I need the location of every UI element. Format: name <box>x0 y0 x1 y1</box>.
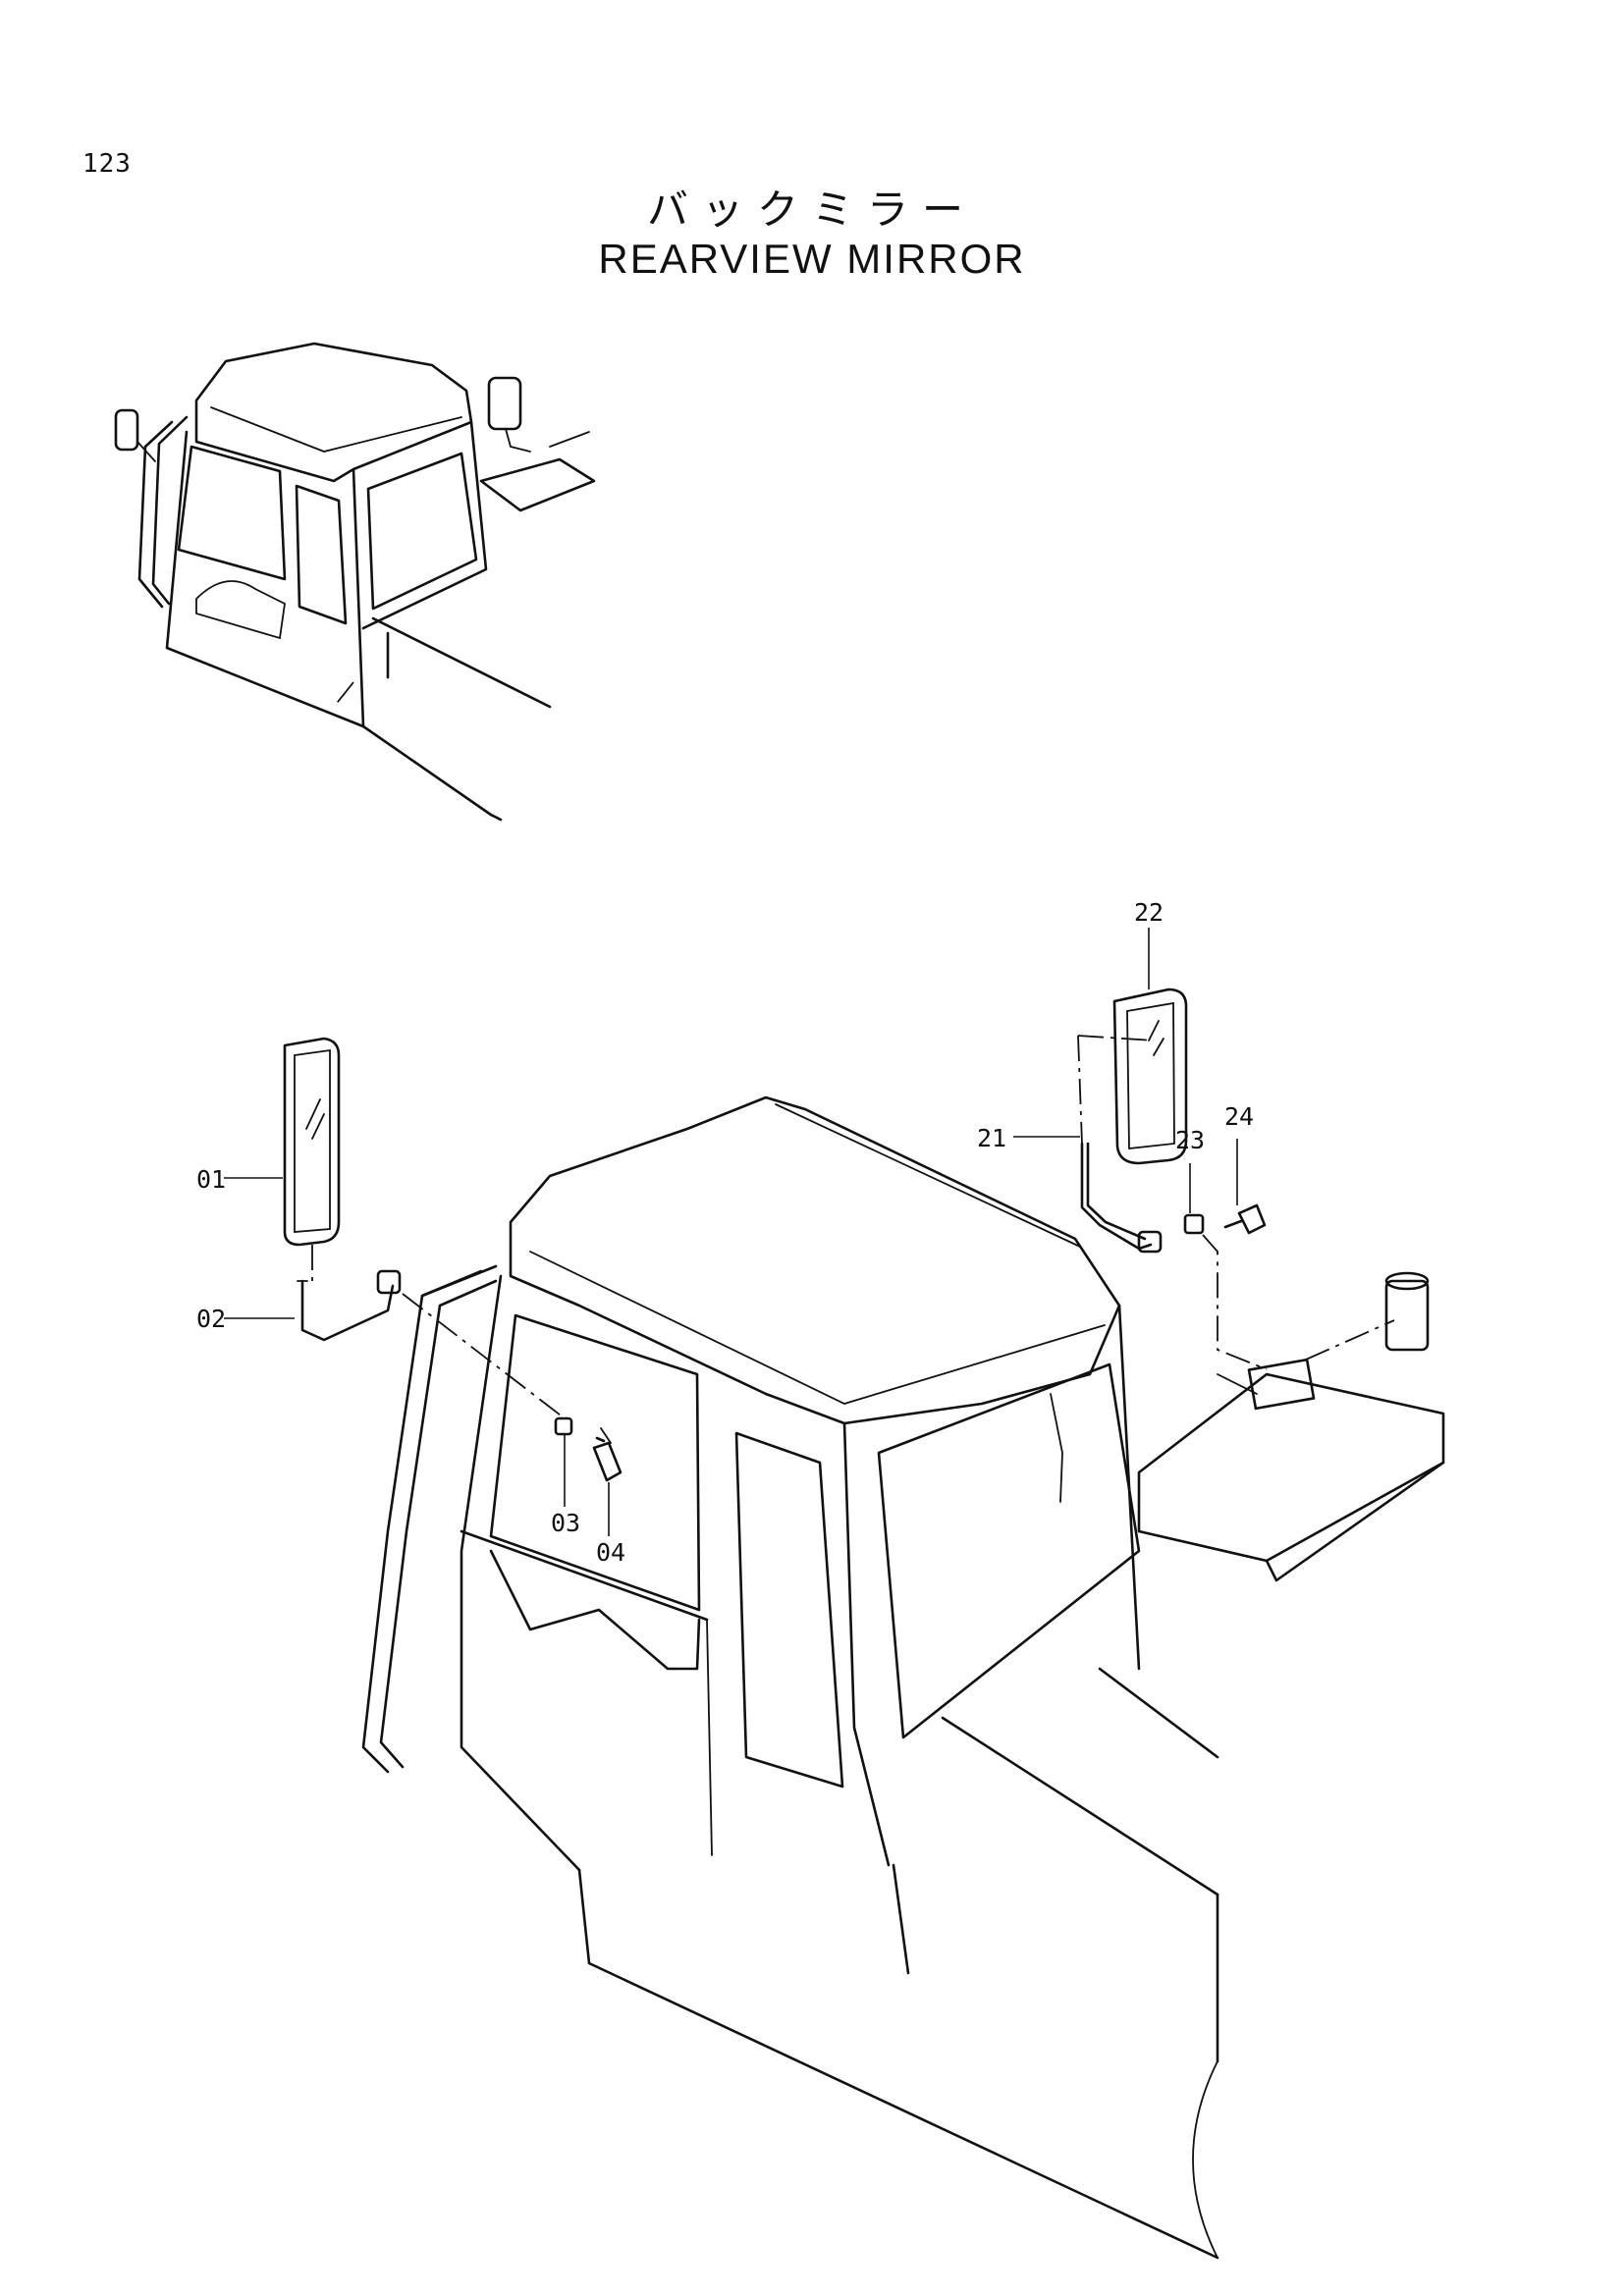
part-03-04-fasteners <box>554 1416 623 1482</box>
overview-cab-drawing <box>114 342 596 822</box>
main-cab-drawing <box>361 1095 1445 2260</box>
callout-03: 03 <box>551 1509 580 1537</box>
part-21-right-stay <box>1080 1142 1163 1254</box>
alignment-lines <box>311 681 1395 1419</box>
page-number: 123 <box>82 149 132 179</box>
callout-22: 22 <box>1134 898 1164 927</box>
part-01-left-mirror <box>283 1037 341 1247</box>
callout-04: 04 <box>596 1538 625 1567</box>
page-title-english: REARVIEW MIRROR <box>598 236 1026 282</box>
callout-02: 02 <box>196 1305 226 1333</box>
callout-21: 21 <box>977 1124 1006 1152</box>
part-22-right-mirror <box>1112 988 1188 1165</box>
callout-23: 23 <box>1175 1126 1205 1154</box>
leader-lines <box>224 928 1238 1536</box>
callout-24: 24 <box>1224 1102 1254 1131</box>
page-title-japanese: バックミラー <box>646 186 977 234</box>
part-02-left-stay <box>297 1269 402 1342</box>
callout-01: 01 <box>196 1165 226 1194</box>
part-23-24-fasteners <box>1183 1203 1267 1235</box>
